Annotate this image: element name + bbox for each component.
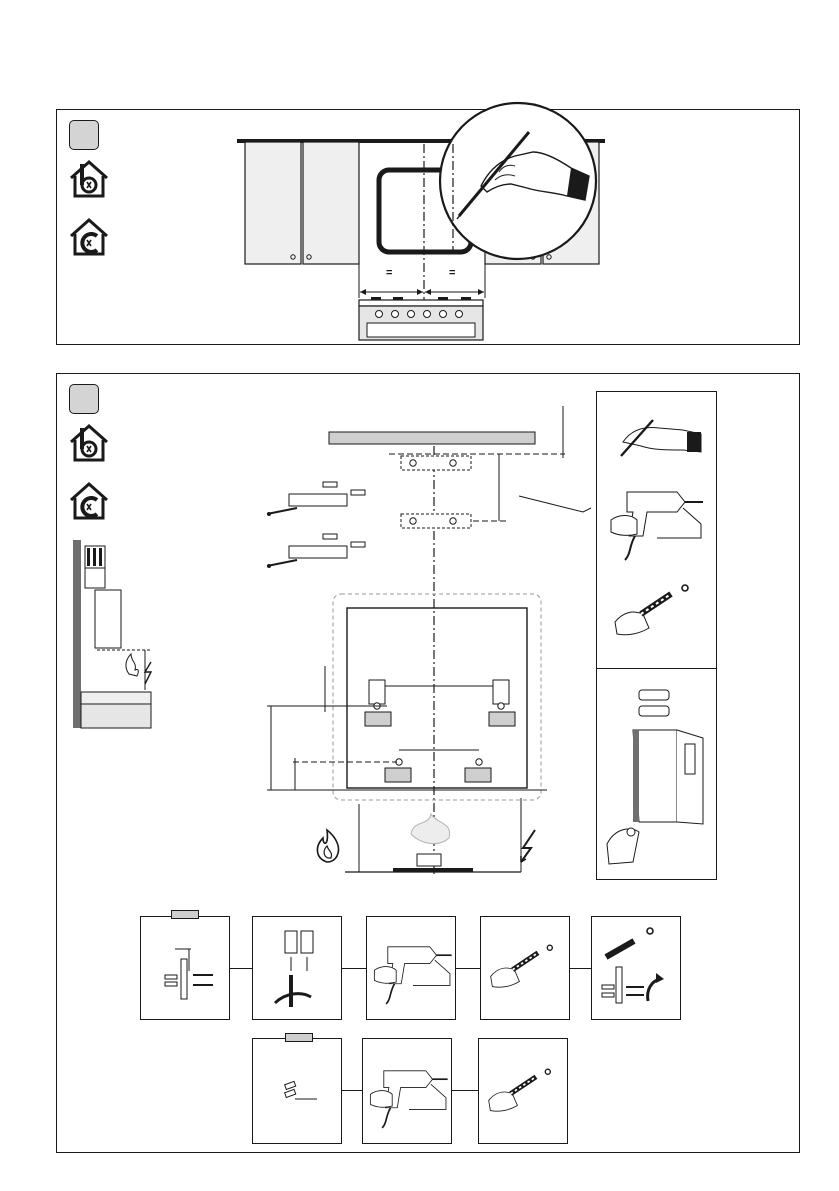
connector: [230, 968, 252, 969]
sequence-step-2: [252, 916, 342, 1020]
sequence-step-7: [362, 1038, 452, 1144]
sequence-step-1: [140, 916, 230, 1020]
chimney-cover-icon: [603, 724, 713, 870]
tab-label: [285, 1033, 313, 1042]
side-view-sketch: [71, 538, 161, 734]
equal-mark-right: =: [449, 268, 455, 279]
step-panel-top: = =: [56, 109, 800, 345]
ducted-mode-house-icon: [67, 158, 111, 200]
connector: [342, 1090, 362, 1091]
equal-mark-left: =: [386, 268, 392, 279]
step-number-box: [69, 120, 99, 150]
drilling-inset-panel: [596, 391, 717, 880]
sequence-step-6: [252, 1038, 342, 1144]
main-installation-drawing: [253, 394, 593, 894]
wall-plug-icon: [489, 941, 565, 995]
sequence-step-5: [591, 916, 681, 1020]
connector: [570, 968, 591, 969]
ducted-mode-house-icon: [67, 422, 111, 464]
wall-plug-icon: [613, 582, 703, 642]
inset-divider: [597, 668, 716, 669]
bracket-screws-icon: [155, 941, 219, 1007]
step-number-box: [69, 384, 99, 414]
recirculation-mode-house-icon: [67, 480, 111, 522]
screw-step-icon: [598, 923, 678, 1013]
tab-label: [171, 910, 199, 919]
connector: [452, 1090, 478, 1091]
wall-centerline-illustration: [233, 130, 613, 340]
wall-plug-icon: [487, 1065, 563, 1119]
fix-bracket-icon: [267, 927, 331, 1013]
sequence-step-4: [480, 916, 570, 1020]
flame-icon: [313, 824, 343, 864]
connector: [456, 968, 480, 969]
wall-bracket-parts: [263, 480, 373, 570]
drill-icon: [607, 484, 707, 560]
brackets-icon: [637, 688, 677, 722]
sequence-step-8: [478, 1038, 568, 1144]
hand-pencil-icon: [613, 416, 703, 460]
recirculation-mode-house-icon: [67, 216, 111, 258]
connector: [342, 968, 366, 969]
drill-icon: [371, 937, 455, 1007]
lightning-icon: [517, 828, 541, 864]
plugs-icon: [279, 1079, 319, 1109]
sequence-step-3: [366, 916, 456, 1020]
drill-icon: [367, 1061, 451, 1131]
step-panel-bottom: [56, 373, 800, 1153]
